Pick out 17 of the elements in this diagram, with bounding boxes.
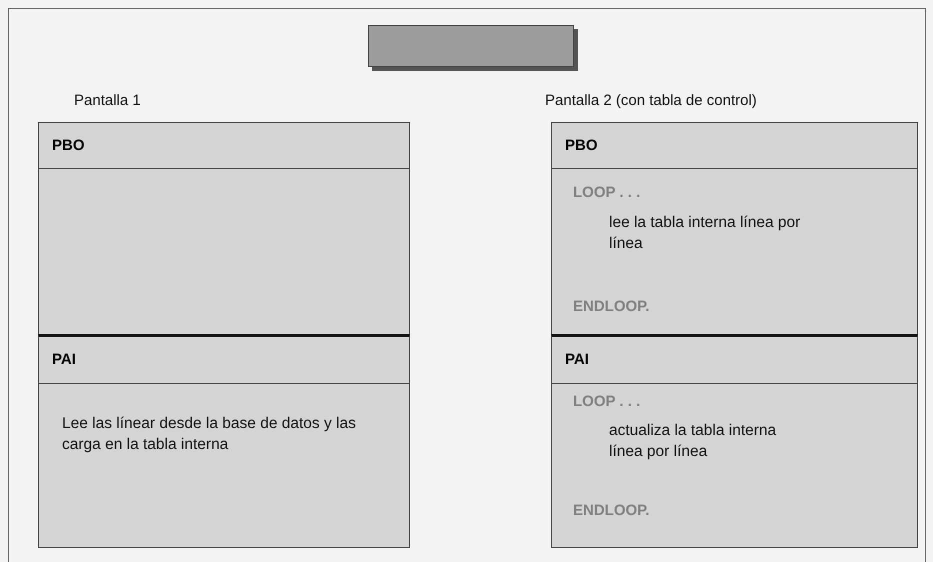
- section-header: PAI: [551, 334, 918, 384]
- code-keyword: ENDLOOP.: [573, 501, 650, 521]
- code-keyword: LOOP . . .: [573, 392, 640, 412]
- code-keyword: LOOP . . .: [573, 183, 640, 203]
- section-body: [38, 169, 410, 336]
- section-body: [551, 384, 918, 548]
- screen-label: Pantalla 1: [74, 92, 141, 109]
- section-body: [38, 384, 410, 548]
- description-text: Lee las línear desde la base de datos y las carga en la tabla interna: [62, 414, 357, 455]
- section-header: PAI: [38, 334, 410, 384]
- code-keyword: ENDLOOP.: [573, 297, 650, 317]
- description-text: actualiza la tabla interna línea por línea: [609, 421, 778, 462]
- description-text: lee la tabla interna línea por línea: [609, 213, 802, 254]
- section-body: [551, 169, 918, 336]
- section-header: PBO: [551, 122, 918, 169]
- section-header: PBO: [38, 122, 410, 169]
- screen-label: Pantalla 2 (con tabla de control): [545, 92, 757, 109]
